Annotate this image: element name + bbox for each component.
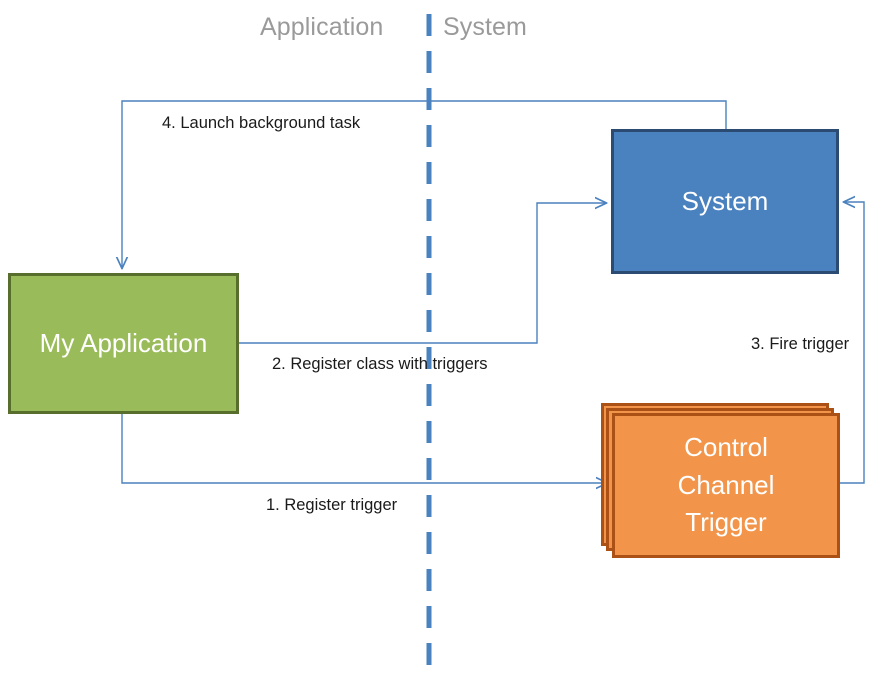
edge-label-1-register-trigger: 1. Register trigger [266, 496, 398, 514]
trigger-label-line-2: Channel [677, 469, 775, 500]
node-control-channel-trigger-stack[interactable]: Control Channel Trigger [601, 403, 841, 558]
edge-label-2-register-class-with-triggers: 2. Register class with triggers [272, 355, 488, 373]
edge-1-register-trigger-line [121, 414, 607, 483]
trigger-label-line-3: Trigger [685, 507, 767, 538]
edge-2-register-class-with-triggers-line [239, 203, 606, 344]
node-system[interactable]: System [611, 129, 839, 274]
edge-label-3-fire-trigger: 3. Fire trigger [751, 335, 850, 353]
node-my-application[interactable]: My Application [8, 273, 239, 414]
trigger-label-line-1: Control [684, 431, 768, 462]
lane-label-system: System [443, 13, 527, 41]
node-control-channel-trigger[interactable]: Control Channel Trigger [612, 413, 840, 558]
edge-label-4-launch-background-task: 4. Launch background task [162, 114, 361, 132]
lane-label-application: Application [260, 13, 384, 41]
